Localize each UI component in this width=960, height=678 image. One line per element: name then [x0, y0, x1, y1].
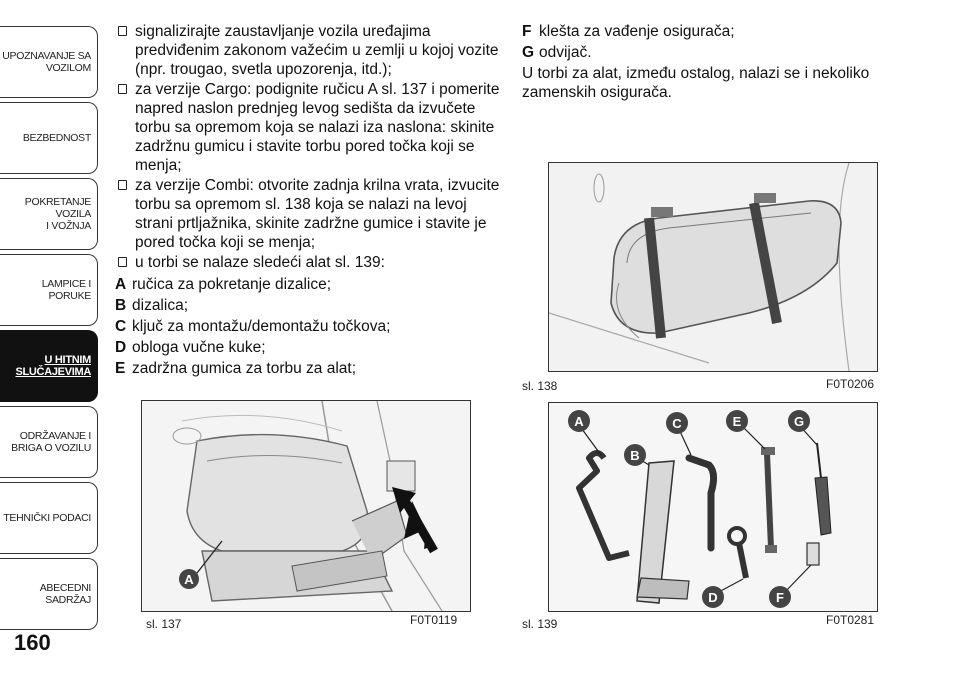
tab-label: ABECEDNI SADRŽAJ: [39, 582, 92, 606]
figure-137-caption: sl. 137: [146, 617, 182, 631]
tab-odrzavanje[interactable]: ODRŽAVANJE I BRIGA O VOZILU: [0, 406, 98, 478]
tools-illustration: A B C D E F G: [549, 403, 877, 611]
tab-label: UPOZNAVANJE SA VOZILOM: [2, 50, 91, 74]
tab-upoznavanje[interactable]: UPOZNAVANJE SA VOZILOM: [0, 26, 98, 98]
figure-139-code: F0T0281: [826, 613, 875, 627]
checkbox-bullet-icon: [118, 180, 127, 190]
svg-text:D: D: [708, 590, 717, 605]
label-b-marker: [624, 444, 646, 466]
tab-label: POKRETANJE VOZILA I VOŽNJA: [24, 196, 92, 232]
tab-label: ODRŽAVANJE I BRIGA O VOZILU: [11, 430, 91, 454]
tab-abecedni-sadrzaj[interactable]: ABECEDNI SADRŽAJ: [0, 558, 98, 630]
tab-label: U HITNIM SLUČAJEVIMA: [15, 354, 91, 378]
label-e-marker: [726, 410, 748, 432]
svg-text:A: A: [574, 414, 584, 429]
tab-pokretanje[interactable]: POKRETANJE VOZILA I VOŽNJA: [0, 178, 98, 250]
label-c-marker: [666, 412, 688, 434]
tab-lampice[interactable]: LAMPICE I PORUKE: [0, 254, 98, 326]
bullet-item: za verzije Cargo: podignite ručicu A sl.…: [115, 80, 505, 175]
tab-tehnicki-podaci[interactable]: TEHNIČKI PODACI: [0, 482, 98, 554]
figure-139-caption: sl. 139: [522, 617, 558, 631]
left-text-column: signalizirajte zaustavljanje vozila uređ…: [115, 22, 505, 380]
tab-label: LAMPICE I PORUKE: [41, 278, 92, 302]
checkbox-bullet-icon: [118, 257, 127, 267]
tab-bezbednost[interactable]: BEZBEDNOST: [0, 102, 98, 174]
label-a-marker: [568, 410, 590, 432]
tab-label: BEZBEDNOST: [22, 132, 91, 144]
svg-text:A: A: [184, 572, 194, 587]
svg-text:C: C: [672, 416, 682, 431]
tab-label: TEHNIČKI PODACI: [3, 512, 91, 524]
figure-139-tools: A B C D E F G: [548, 402, 878, 612]
svg-text:B: B: [630, 448, 639, 463]
svg-text:E: E: [733, 414, 742, 429]
tab-hitni-slucajevi[interactable]: U HITNIM SLUČAJEVIMA: [0, 330, 98, 402]
svg-text:F: F: [776, 590, 784, 605]
label-f-marker: [769, 586, 791, 608]
checkbox-bullet-icon: [118, 84, 127, 94]
label-d-marker: [702, 586, 724, 608]
figure-137-seat: A: [141, 400, 471, 612]
bullet-item: u torbi se nalaze sledeći alat sl. 139:: [115, 253, 505, 272]
label-a-marker: [179, 569, 199, 589]
bullet-item: za verzije Combi: otvorite zadnja krilna…: [115, 176, 505, 252]
figure-138-code: F0T0206: [826, 377, 875, 391]
figure-138-caption: sl. 138: [522, 379, 558, 393]
tool-bag-illustration: [548, 162, 877, 372]
seat-illustration: A: [142, 400, 470, 612]
figure-137-code: F0T0119: [410, 613, 458, 627]
svg-text:G: G: [794, 414, 804, 429]
label-g-marker: [788, 410, 810, 432]
bullet-item: signalizirajte zaustavljanje vozila uređ…: [115, 22, 505, 79]
fuses-paragraph: U torbi za alat, između ostalog, nalazi …: [522, 65, 870, 101]
figure-138-tool-bag: [548, 162, 878, 372]
page-number: 160: [14, 630, 51, 655]
checkbox-bullet-icon: [118, 26, 127, 36]
